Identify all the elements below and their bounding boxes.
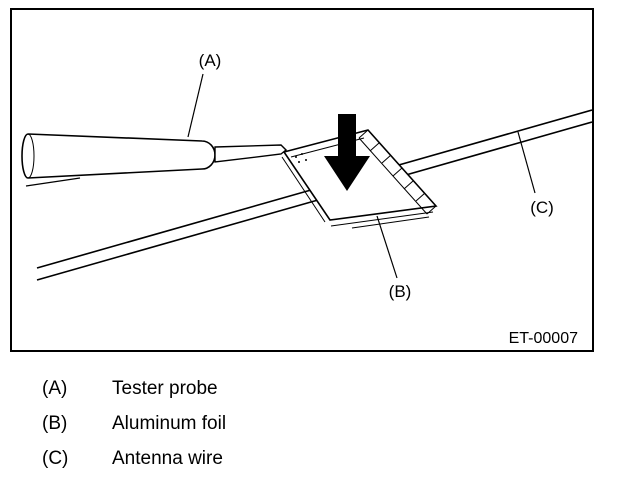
foil-hatching [358,129,437,215]
legend-key-b: (B) [42,413,68,434]
legend-item-c: (C) Antenna wire [42,448,226,470]
callout-b: (B) [389,282,412,301]
tester-probe [21,133,288,187]
legend-label-a: Tester probe [112,378,218,399]
figure-code: ET-00007 [509,330,578,347]
legend-label-b: Aluminum foil [112,413,227,434]
callout-a: (A) [199,51,222,70]
figure-frame: (A) (B) (C) ET-00007 [10,8,594,352]
legend-key-c: (C) [42,448,69,469]
leader-line-b [376,215,398,279]
leader-line-c [517,131,536,194]
legend-item-b: (B) Aluminum foil [42,413,226,435]
legend: (A) Tester probe (B) Aluminum foil (C) A… [42,378,226,483]
legend-key-a: (A) [42,378,68,399]
leader-line-a [187,73,204,138]
aluminum-foil [281,129,438,229]
press-down-arrow-icon [324,114,370,191]
legend-label-c: Antenna wire [112,448,223,469]
callout-c: (C) [530,198,554,217]
callout-leader-lines [187,73,536,279]
legend-item-a: (A) Tester probe [42,378,226,400]
diagram-illustration: (A) (B) (C) ET-00007 [21,51,592,347]
foil-texture-dots [295,153,307,163]
